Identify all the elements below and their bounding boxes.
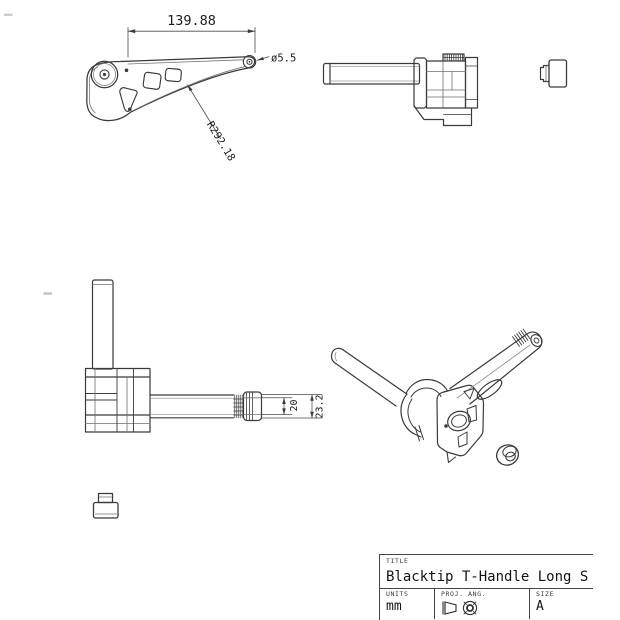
- side-view: 139.88 ø5.5 R292.18: [86, 13, 296, 163]
- boss-center-dot: [102, 72, 107, 77]
- arrowhead: [128, 29, 136, 34]
- title-cell: TITLE Blacktip T-Handle Long S: [380, 555, 593, 589]
- knurl-front: [233, 394, 244, 419]
- cutout-triangle: [119, 87, 138, 113]
- size-label: SIZE: [536, 590, 555, 598]
- dimension-hole-dia: ø5.5: [256, 52, 296, 64]
- arrowhead: [310, 411, 314, 418]
- body-bottom-outline: [413, 105, 473, 127]
- iso-web-cutout: [463, 388, 475, 400]
- arrowhead: [310, 394, 314, 401]
- iso-arm-tip-face: [530, 334, 543, 347]
- title-block: TITLE Blacktip T-Handle Long S UNITS mm …: [379, 554, 593, 620]
- iso-cap-rim: [502, 445, 517, 458]
- cap-front-view: [92, 492, 119, 519]
- units-value: mm: [386, 599, 402, 614]
- iso-clamp-band-inner: [407, 387, 442, 433]
- dim-hole-text: ø5.5: [271, 52, 296, 64]
- cap-top-boss: [97, 492, 114, 504]
- arrowhead: [282, 408, 286, 415]
- title-block-bottom-row: UNITS mm PROJ. ANG.: [380, 589, 593, 619]
- iso-plate-bottom-v: [446, 451, 457, 464]
- dimension-radius: R292.18: [187, 84, 237, 163]
- iso-arm-tip-hole: [533, 337, 540, 344]
- leader-line: [188, 86, 221, 139]
- tick-mark: [4, 13, 13, 16]
- tip-hole-outer: [242, 55, 257, 69]
- iso-plate-cutout: [457, 431, 468, 448]
- end-knob-detail: [243, 391, 262, 421]
- pin-dot-bottom: [128, 107, 132, 112]
- title-label: TITLE: [386, 557, 409, 565]
- drawing-title: Blacktip T-Handle Long S: [386, 569, 589, 585]
- iso-cap-bore: [505, 451, 516, 462]
- boss-mid-circle: [93, 63, 116, 86]
- tick-mark: [43, 292, 52, 295]
- cap-top-view: [539, 59, 568, 88]
- cap-base: [92, 501, 119, 519]
- size-cell: SIZE A: [530, 589, 593, 619]
- arrowhead: [256, 56, 264, 61]
- iso-center-hole-outer: [447, 410, 471, 432]
- iso-cap: [495, 444, 520, 466]
- arrowhead: [247, 29, 255, 34]
- units-label: UNITS: [386, 590, 409, 598]
- isometric-view: [330, 328, 543, 466]
- shaft-front: [91, 279, 114, 370]
- size-value: A: [536, 599, 544, 614]
- cutout-slot-1: [142, 71, 162, 90]
- third-angle-target-icon: [462, 600, 478, 616]
- tip-center-dot: [248, 60, 251, 63]
- body-right-column: [464, 56, 479, 109]
- body-block: [425, 60, 467, 109]
- arrowhead: [187, 84, 193, 92]
- iso-clamp-slot: [414, 425, 424, 442]
- iso-shaft-endcap: [334, 352, 338, 362]
- lever-top-inner-edge: [127, 59, 244, 65]
- dim-radius-text: R292.18: [204, 119, 237, 163]
- knurl-top: [442, 53, 465, 62]
- cap-body: [548, 59, 568, 88]
- proj-ang-label: PROJ. ANG.: [441, 590, 487, 598]
- boss-hole-circle: [99, 69, 110, 80]
- front-view: 20 23.2: [84, 279, 326, 433]
- dimension-end-length: 23.2: [310, 394, 326, 419]
- iso-shaft: [330, 347, 407, 407]
- arrowhead: [282, 397, 286, 404]
- iso-arm-slot: [476, 379, 503, 400]
- tip-hole-inner: [246, 58, 253, 65]
- iso-clamp-band-outer: [400, 378, 449, 438]
- iso-cap-outer: [495, 444, 520, 466]
- pin-dot-top: [124, 68, 129, 73]
- dimension-length: 139.88: [127, 13, 256, 58]
- lever-bottom-inner-edge: [133, 66, 245, 111]
- iso-plate-dot: [444, 424, 448, 428]
- iso-knurl-hatch: [512, 328, 531, 347]
- dim-end-text: 23.2: [315, 394, 326, 418]
- knurl-hatch: [444, 54, 464, 61]
- shaft-top: [322, 62, 421, 85]
- iso-center-hole-inner: [451, 414, 467, 428]
- projection-icons: [442, 600, 478, 616]
- dimension-knurl-length: 20: [261, 394, 323, 419]
- iso-plate-cutout: [466, 405, 477, 423]
- cutout-slot-2: [164, 67, 182, 83]
- dim-length-text: 139.88: [167, 13, 216, 29]
- head-inner-edge: [89, 66, 98, 114]
- iso-front-plate: [436, 384, 485, 457]
- third-angle-frustum-icon: [442, 601, 457, 615]
- iso-arm-face-edge: [456, 344, 531, 399]
- collar-outline: [413, 57, 428, 109]
- top-view: [322, 53, 568, 127]
- lever-outline: [86, 56, 256, 122]
- dim-knurl-text: 20: [289, 399, 300, 411]
- cap-nose: [539, 64, 550, 83]
- units-cell: UNITS mm: [380, 589, 435, 619]
- boss-outer-circle: [90, 60, 119, 89]
- projection-angle-cell: PROJ. ANG.: [435, 589, 530, 619]
